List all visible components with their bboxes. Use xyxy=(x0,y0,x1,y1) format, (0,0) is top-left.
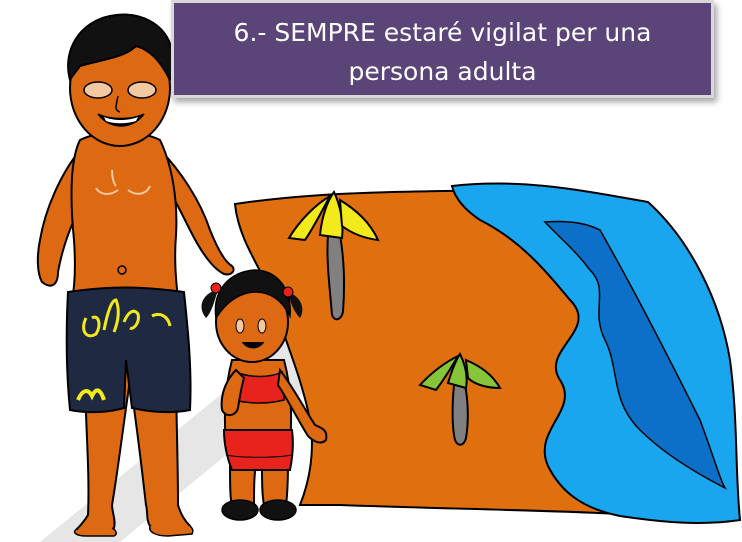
girl-hair xyxy=(214,269,291,321)
man-right-arm xyxy=(159,147,235,276)
green-umbrella-icon xyxy=(418,352,502,446)
girl-swimsuit-bottom xyxy=(222,429,294,471)
girl-right-arm xyxy=(276,367,328,444)
man-torso xyxy=(70,131,180,301)
adult-man-illustration xyxy=(36,13,235,537)
sea-dark xyxy=(543,220,728,490)
girl-right-shoe xyxy=(259,499,297,521)
yellow-umbrella-icon xyxy=(287,190,380,321)
title-banner: 6.- SEMPRE estaré vigilat per una person… xyxy=(171,0,714,98)
girl-left-shoe xyxy=(221,499,259,521)
girl-left-arm xyxy=(220,368,246,416)
girl-swimsuit-top xyxy=(233,370,285,404)
child-girl-illustration xyxy=(201,269,328,521)
slide-title: 6.- SEMPRE estaré vigilat per una person… xyxy=(233,18,652,86)
